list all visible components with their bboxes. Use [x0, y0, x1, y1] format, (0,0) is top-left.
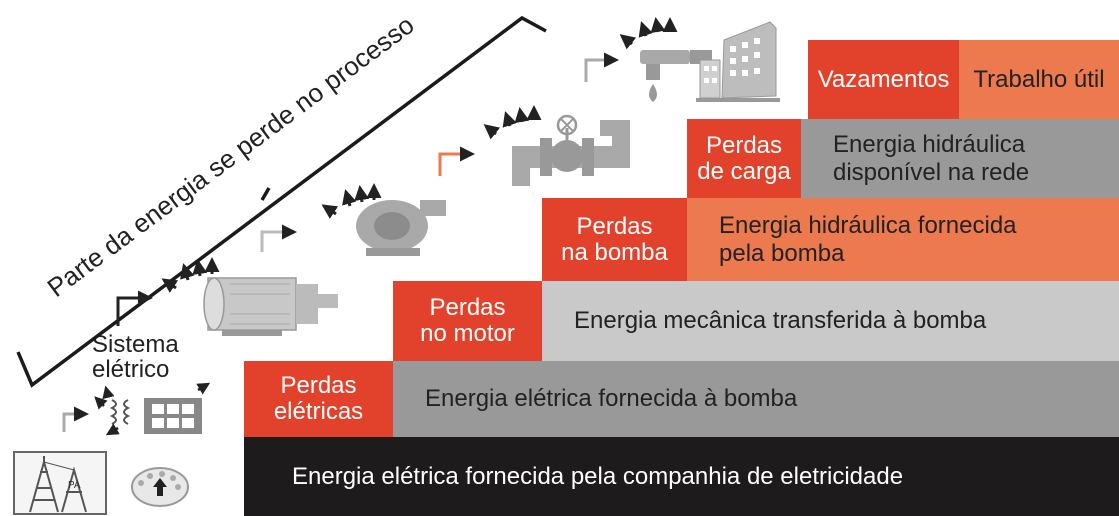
energy-hydraulic-network-text: Energia hidráulica disponível na rede	[833, 130, 1030, 186]
loss-electrical-text: Perdas elétricas	[273, 372, 364, 425]
valve-pipe-icon	[512, 114, 630, 186]
heat-loss-icon	[483, 105, 542, 140]
loss-motor: Perdas no motor	[393, 281, 542, 361]
arrow-icon	[438, 146, 475, 176]
arrow-icon	[62, 406, 89, 432]
loss-load-text: Perdas de carga	[697, 131, 791, 185]
arrow-icon	[260, 224, 297, 252]
arrow-icon	[584, 52, 619, 82]
heat-loss-icon	[161, 257, 220, 293]
power-tower-icon: PA	[13, 451, 107, 515]
arrow-icon	[116, 290, 153, 326]
energy-electrical-pump: Energia elétrica fornecida à bomba	[393, 361, 1119, 437]
svg-text:PA: PA	[68, 480, 81, 491]
base-energy-text: Energia elétrica fornecida pela companhi…	[292, 462, 904, 490]
bracket-label: Parte da energia se perde no processo	[42, 10, 420, 303]
panel-icon	[144, 398, 202, 434]
energy-hydraulic-pump: Energia hidráulica fornecida pela bomba	[687, 198, 1119, 281]
base-energy-bar: Energia elétrica fornecida pela companhi…	[244, 437, 1119, 516]
energy-mechanical-text: Energia mecânica transferida à bomba	[574, 307, 987, 334]
transformer-icon	[109, 399, 131, 425]
loss-load: Perdas de carga	[687, 119, 801, 198]
loss-pump: Perdas na bomba	[542, 198, 687, 281]
pump-icon	[356, 200, 446, 256]
motor-icon	[203, 277, 338, 336]
faucet-icon	[640, 50, 712, 102]
heat-loss-icon	[619, 17, 678, 50]
loss-bracket	[16, 15, 547, 388]
heat-loss-icon	[321, 183, 382, 219]
loss-leaks-text: Vazamentos	[817, 65, 950, 93]
loss-leaks: Vazamentos	[808, 40, 959, 119]
energy-mechanical: Energia mecânica transferida à bomba	[542, 281, 1119, 361]
loss-electrical: Perdas elétricas	[244, 361, 393, 437]
energy-electrical-pump-text: Energia elétrica fornecida à bomba	[425, 385, 798, 412]
system-label: Sistema elétrico	[92, 331, 179, 384]
electric-meter-icon	[131, 467, 189, 507]
building-icon	[696, 21, 780, 102]
useful-work-text: Trabalho útil	[973, 65, 1105, 93]
heat-loss-icon	[94, 382, 211, 436]
energy-hydraulic-pump-text: Energia hidráulica fornecida pela bomba	[719, 211, 1017, 267]
energy-hydraulic-network: Energia hidráulica disponível na rede	[801, 119, 1119, 198]
useful-work: Trabalho útil	[959, 40, 1119, 119]
loss-motor-text: Perdas no motor	[420, 294, 515, 347]
loss-pump-text: Perdas na bomba	[561, 212, 668, 266]
